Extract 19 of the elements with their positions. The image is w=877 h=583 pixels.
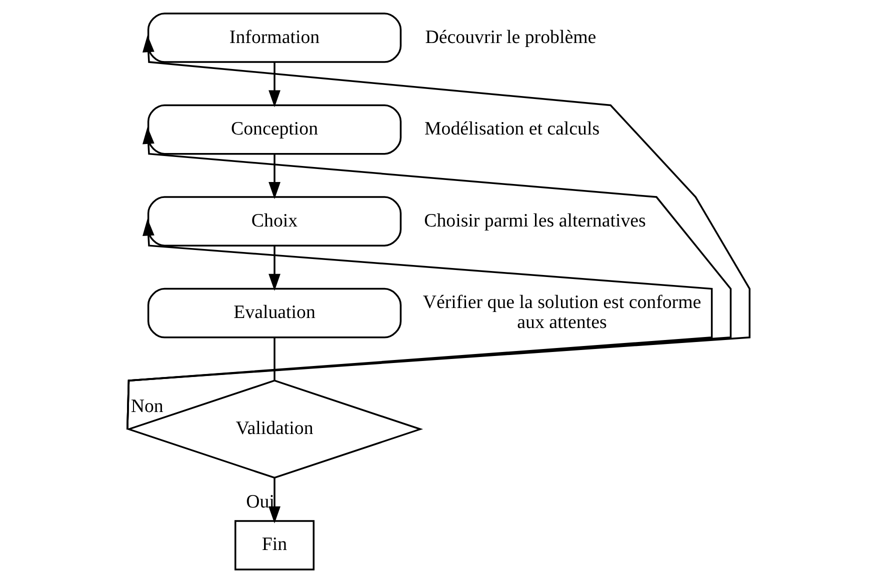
arrow <box>268 62 280 108</box>
node-label: Découvrir le problème <box>425 26 596 48</box>
arrow <box>126 35 750 430</box>
arrow <box>126 126 732 430</box>
node-box: Conception <box>147 104 402 155</box>
connector <box>274 338 276 380</box>
edge-label: Oui <box>246 492 274 513</box>
edge-label: Non <box>130 396 164 417</box>
node-box: Information <box>147 12 402 63</box>
node-label: Vérifier que la solution est conforme aux attentes <box>422 292 702 334</box>
node-label: Modélisation et calculs <box>424 118 600 140</box>
arrow <box>268 246 280 291</box>
arrow <box>268 478 280 524</box>
arrow <box>126 218 713 430</box>
node-box: Fin <box>234 520 315 570</box>
node-box: Choix <box>147 196 402 246</box>
arrow <box>268 154 280 200</box>
node-box: Evaluation <box>147 288 402 338</box>
node-label: Choisir parmi les alternatives <box>424 210 646 232</box>
